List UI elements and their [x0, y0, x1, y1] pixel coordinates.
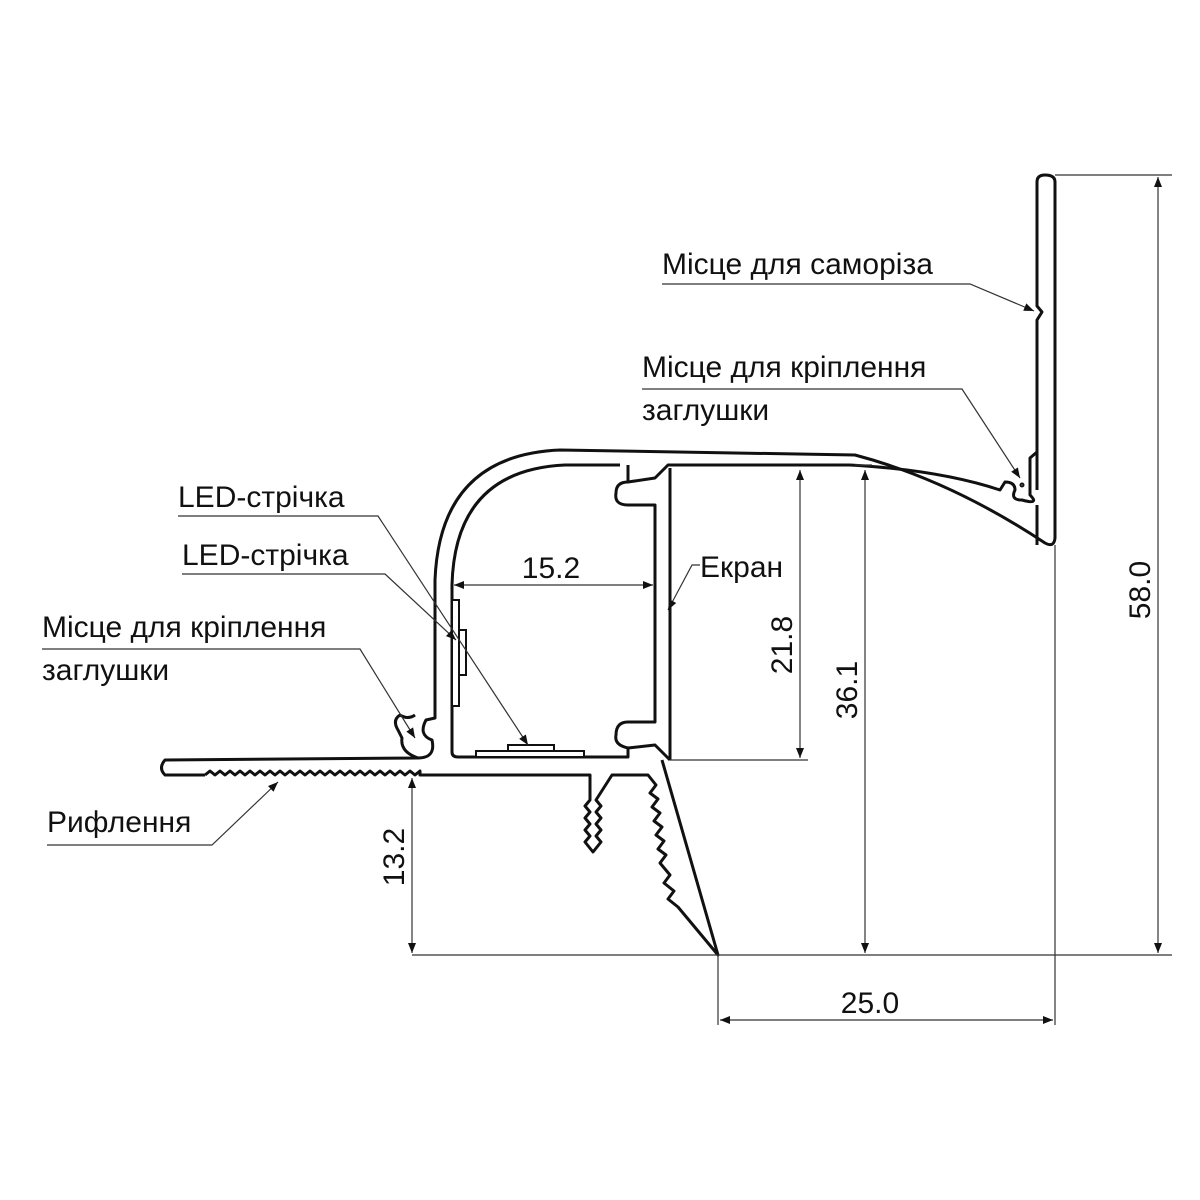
dimension-36-1-label: 36.1	[831, 661, 864, 719]
callout-cap-mount-right-label-1: Місце для кріплення	[642, 351, 926, 384]
led-strip-vertical	[451, 599, 467, 707]
dimension-15-2-label: 15.2	[522, 552, 580, 585]
callout-led-strip-1: LED-стрічка	[178, 481, 529, 746]
extension-lines	[412, 174, 1172, 1025]
callout-led-strip-1-label: LED-стрічка	[178, 481, 345, 514]
callout-screw-place: Місце для саморіза	[662, 248, 1035, 312]
callout-led-strip-2-label: LED-стрічка	[182, 539, 349, 572]
dimension-21-8-label: 21.8	[766, 616, 799, 674]
callout-cap-mount-left-label-1: Місце для кріплення	[42, 611, 326, 644]
dimension-25: 25.0	[720, 987, 1053, 1024]
dimension-58: 58.0	[1124, 177, 1162, 953]
callout-ribbing: Рифлення	[47, 781, 279, 846]
callout-cap-mount-right: Місце для кріплення заглушки	[642, 351, 1021, 479]
dimension-36-1: 36.1	[831, 470, 869, 953]
callout-led-strip-2: LED-стрічка	[182, 539, 457, 641]
dimension-58-label: 58.0	[1124, 561, 1157, 619]
callout-cap-mount-left-label-2: заглушки	[42, 654, 169, 687]
led-strip-horizontal	[475, 744, 585, 758]
dimension-13-2-label: 13.2	[378, 828, 411, 886]
dimension-15-2: 15.2	[454, 552, 653, 589]
aluminium-profile	[160, 173, 1057, 957]
dimension-13-2: 13.2	[378, 778, 416, 953]
callout-cap-mount-right-label-2: заглушки	[642, 394, 769, 427]
callout-screen: Екран	[667, 551, 783, 611]
callout-ribbing-label: Рифлення	[47, 806, 191, 839]
callout-screen-label: Екран	[700, 551, 783, 584]
callout-screw-place-label: Місце для саморіза	[662, 248, 933, 281]
dimension-21-8: 21.8	[766, 470, 804, 758]
dimension-25-label: 25.0	[841, 987, 899, 1020]
callout-cap-mount-left: Місце для кріплення заглушки	[42, 611, 416, 739]
